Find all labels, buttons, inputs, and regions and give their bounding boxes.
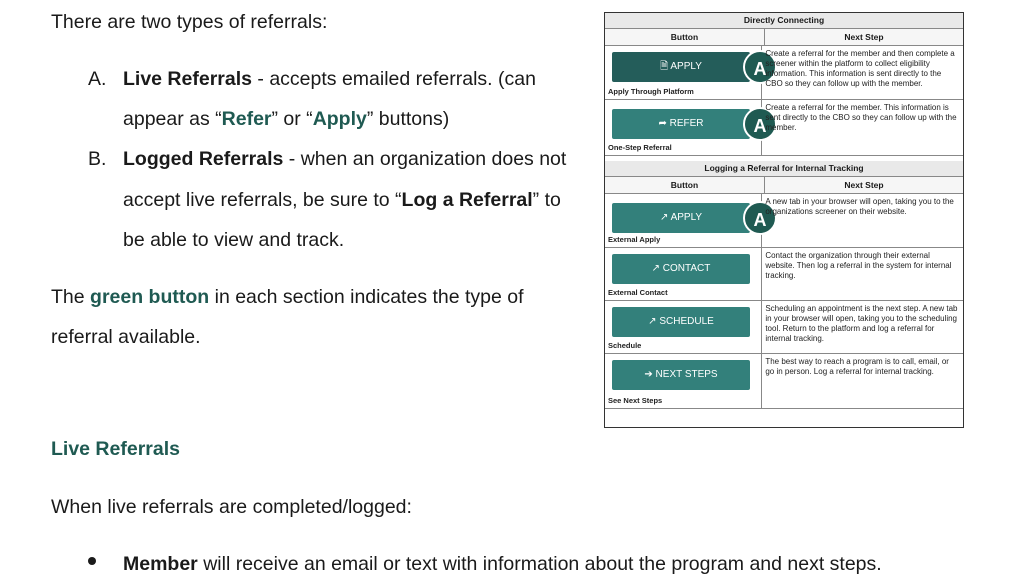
external-apply-button[interactable]: ↗ APPLY: [612, 203, 750, 233]
row-caption: Apply Through Platform: [608, 87, 694, 96]
green-button-note: The green button in each section indicat…: [51, 285, 524, 309]
document-icon: 🗎: [660, 61, 669, 72]
green-button-term: green button: [90, 286, 210, 308]
badge-a: A: [743, 201, 777, 235]
logged-referrals-desc: - when an organization does not: [283, 148, 567, 170]
button-label: SCHEDULE: [659, 316, 714, 327]
intro-text: There are two types of referrals:: [51, 11, 328, 33]
badge-a: A: [743, 50, 777, 84]
external-link-icon: ↗: [648, 316, 657, 327]
list-item-b-line3: be able to view and track.: [123, 229, 345, 251]
row-caption: See Next Steps: [608, 396, 663, 405]
button-label: CONTACT: [662, 263, 711, 274]
text-fragment: in each section indicates the type of: [209, 286, 524, 308]
live-referrals-desc: - accepts emailed referrals. (can: [252, 68, 536, 90]
schedule-button[interactable]: ↗ SCHEDULE: [612, 307, 750, 337]
apply-term: Apply: [312, 108, 367, 130]
button-label: APPLY: [670, 212, 703, 223]
row-description: A new tab in your browser will open, tak…: [765, 197, 954, 216]
section-logging-referral: Logging a Referral for Internal Tracking: [605, 161, 963, 177]
external-link-icon: ↗: [659, 212, 669, 223]
text-fragment: ” or “: [271, 108, 313, 130]
row-caption: Schedule: [608, 341, 642, 350]
table-cell-button: 🗎 APPLY A Apply Through Platform: [605, 46, 777, 99]
badge-a: A: [743, 107, 777, 141]
row-description: The best way to reach a program is to ca…: [765, 357, 949, 376]
button-label: APPLY: [670, 61, 702, 72]
header-next-step: Next Step: [844, 32, 884, 42]
list-item-a-line2: appear as “Refer” or “Apply” buttons): [123, 107, 449, 131]
list-marker-a: A.: [88, 68, 107, 90]
table-row: ↗ SCHEDULE Schedule Scheduling an appoin…: [605, 301, 963, 354]
list-item-b-line1: Logged Referrals - when an organization …: [123, 147, 566, 171]
header-button: Button: [605, 177, 765, 193]
button-types-figure: Directly Connecting Button Next Step 🗎 A…: [604, 12, 964, 428]
text-fragment: ” to: [532, 189, 561, 211]
table-cell-button: ➦ REFER A One-Step Referral: [605, 100, 777, 155]
green-button-note-line2: referral available.: [51, 326, 201, 348]
contact-button[interactable]: ↗ CONTACT: [612, 254, 750, 284]
button-label: NEXT STEPS: [655, 369, 718, 380]
row-caption: External Contact: [608, 288, 668, 297]
table-cell-button: ↗ SCHEDULE Schedule: [605, 301, 763, 353]
table-row: ↗ APPLY A External Apply A new tab in yo…: [605, 194, 963, 248]
header-button: Button: [605, 29, 765, 45]
row-caption: One-Step Referral: [608, 143, 672, 152]
row-description: Contact the organization through their e…: [765, 251, 952, 280]
row-description: Create a referral for the member. This i…: [765, 103, 957, 132]
table-cell-button: ➔ NEXT STEPS See Next Steps: [605, 354, 763, 408]
text-fragment: accept live referrals, be sure to “: [123, 189, 402, 211]
apply-platform-button[interactable]: 🗎 APPLY: [612, 52, 750, 82]
arrow-right-icon: ➔: [644, 369, 653, 380]
bullet-marker: [88, 557, 96, 565]
row-description: Scheduling an appointment is the next st…: [765, 304, 958, 343]
member-term: Member: [123, 553, 198, 575]
section-directly-connecting: Directly Connecting: [605, 13, 963, 29]
next-steps-button[interactable]: ➔ NEXT STEPS: [612, 360, 750, 390]
text-fragment: The: [51, 286, 91, 308]
member-desc: will receive an email or text with infor…: [197, 553, 882, 575]
table-cell-button: ↗ APPLY A External Apply: [605, 194, 777, 247]
live-referrals-term: Live Referrals: [123, 68, 252, 90]
table-row: ➦ REFER A One-Step Referral Create a ref…: [605, 100, 963, 156]
table-header-1: Button Next Step: [605, 29, 963, 46]
button-label: REFER: [669, 118, 704, 129]
list-marker-b: B.: [88, 148, 107, 170]
logged-referrals-term: Logged Referrals: [123, 148, 284, 170]
header-next-step: Next Step: [844, 180, 884, 190]
completed-text: When live referrals are completed/logged…: [51, 496, 412, 518]
refer-button[interactable]: ➦ REFER: [612, 109, 750, 139]
live-referrals-heading: Live Referrals: [51, 438, 180, 460]
text-fragment: appear as “: [123, 108, 222, 130]
row-caption: External Apply: [608, 235, 661, 244]
text-fragment: ” buttons): [366, 108, 450, 130]
external-link-icon: ↗: [651, 263, 660, 274]
table-cell-button: ↗ CONTACT External Contact: [605, 248, 763, 300]
table-row: 🗎 APPLY A Apply Through Platform Create …: [605, 46, 963, 100]
list-item-b-line2: accept live referrals, be sure to “Log a…: [123, 188, 561, 212]
refer-term: Refer: [221, 108, 272, 130]
table-row: ➔ NEXT STEPS See Next Steps The best way…: [605, 354, 963, 409]
list-item-a-line1: Live Referrals - accepts emailed referra…: [123, 67, 536, 91]
row-description: Create a referral for the member and the…: [765, 49, 955, 88]
log-a-referral-term: Log a Referral: [401, 189, 533, 211]
share-arrow-icon: ➦: [658, 118, 667, 129]
table-row: ↗ CONTACT External Contact Contact the o…: [605, 248, 963, 301]
bullet-member: Member will receive an email or text wit…: [123, 552, 882, 576]
table-header-2: Button Next Step: [605, 177, 963, 194]
